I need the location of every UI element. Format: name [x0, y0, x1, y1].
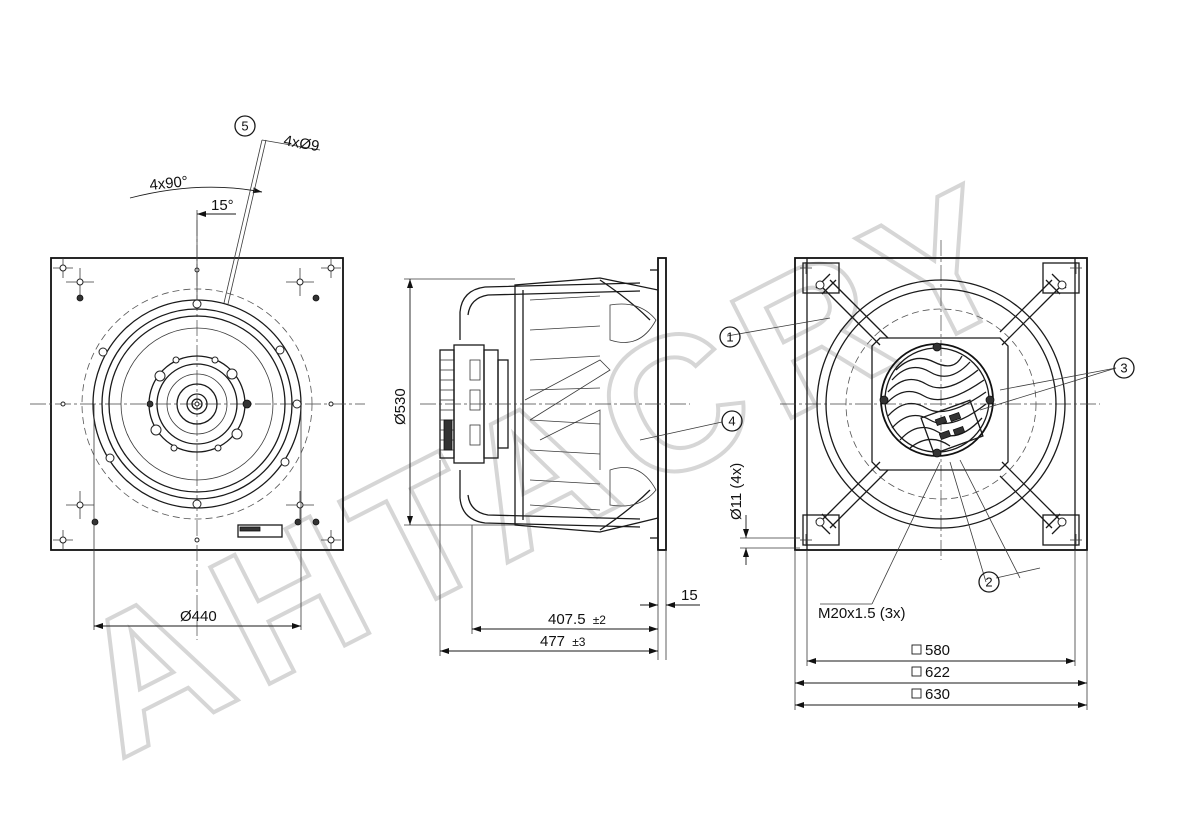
- terminal-box: [920, 399, 984, 455]
- watermark: AHTACRY: [40, 136, 1061, 798]
- square-622-label: 622: [925, 664, 950, 681]
- thread-label: M20x1.5 (3x): [818, 605, 906, 622]
- flange-15-label: 15: [681, 587, 698, 604]
- svg-text:5: 5: [241, 119, 248, 134]
- blades: [524, 295, 611, 511]
- callout-4: [721, 410, 743, 432]
- bolt-holes: [98, 299, 302, 509]
- motor-plate: [871, 337, 1009, 471]
- depth-477-label: 477 ±3: [540, 633, 586, 650]
- corner-holes: [53, 258, 341, 550]
- callout-3: [1113, 357, 1135, 379]
- svg-text:4: 4: [728, 414, 735, 429]
- cooling-fins: [885, 355, 987, 449]
- angle-offset-label: 15°: [211, 197, 234, 214]
- type-label: [237, 524, 283, 538]
- svg-text:2: 2: [985, 575, 992, 590]
- holes-label: Ø11 (4x): [728, 463, 745, 520]
- square-630-label: 630: [925, 686, 950, 703]
- svg-text:3: 3: [1120, 361, 1127, 376]
- callout-1: [719, 326, 741, 348]
- square-580-label: 580: [925, 642, 950, 659]
- diameter-530-label: Ø530: [392, 388, 409, 425]
- hole-spec-label: 4xØ9: [282, 132, 320, 155]
- side-view: 4 Ø530 407.5 ±2 477 ±3 15: [392, 257, 743, 660]
- depth-407-label: 407.5 ±2: [548, 611, 606, 628]
- front-view: 4x90° 15° 5 4xØ9 Ø440: [30, 115, 365, 640]
- callout-2: [978, 571, 1000, 593]
- callout-5: [234, 115, 256, 137]
- svg-text:1: 1: [726, 330, 733, 345]
- corner-slots: [800, 262, 1082, 546]
- diameter-440-label: Ø440: [180, 608, 217, 625]
- rear-view: 1 3 2 M20x1.5 (3x) Ø11 (4x) 580 622 630: [719, 240, 1135, 710]
- angle-spacing-label: 4x90°: [149, 173, 189, 194]
- watermark-text: AHTACRY: [42, 138, 1059, 796]
